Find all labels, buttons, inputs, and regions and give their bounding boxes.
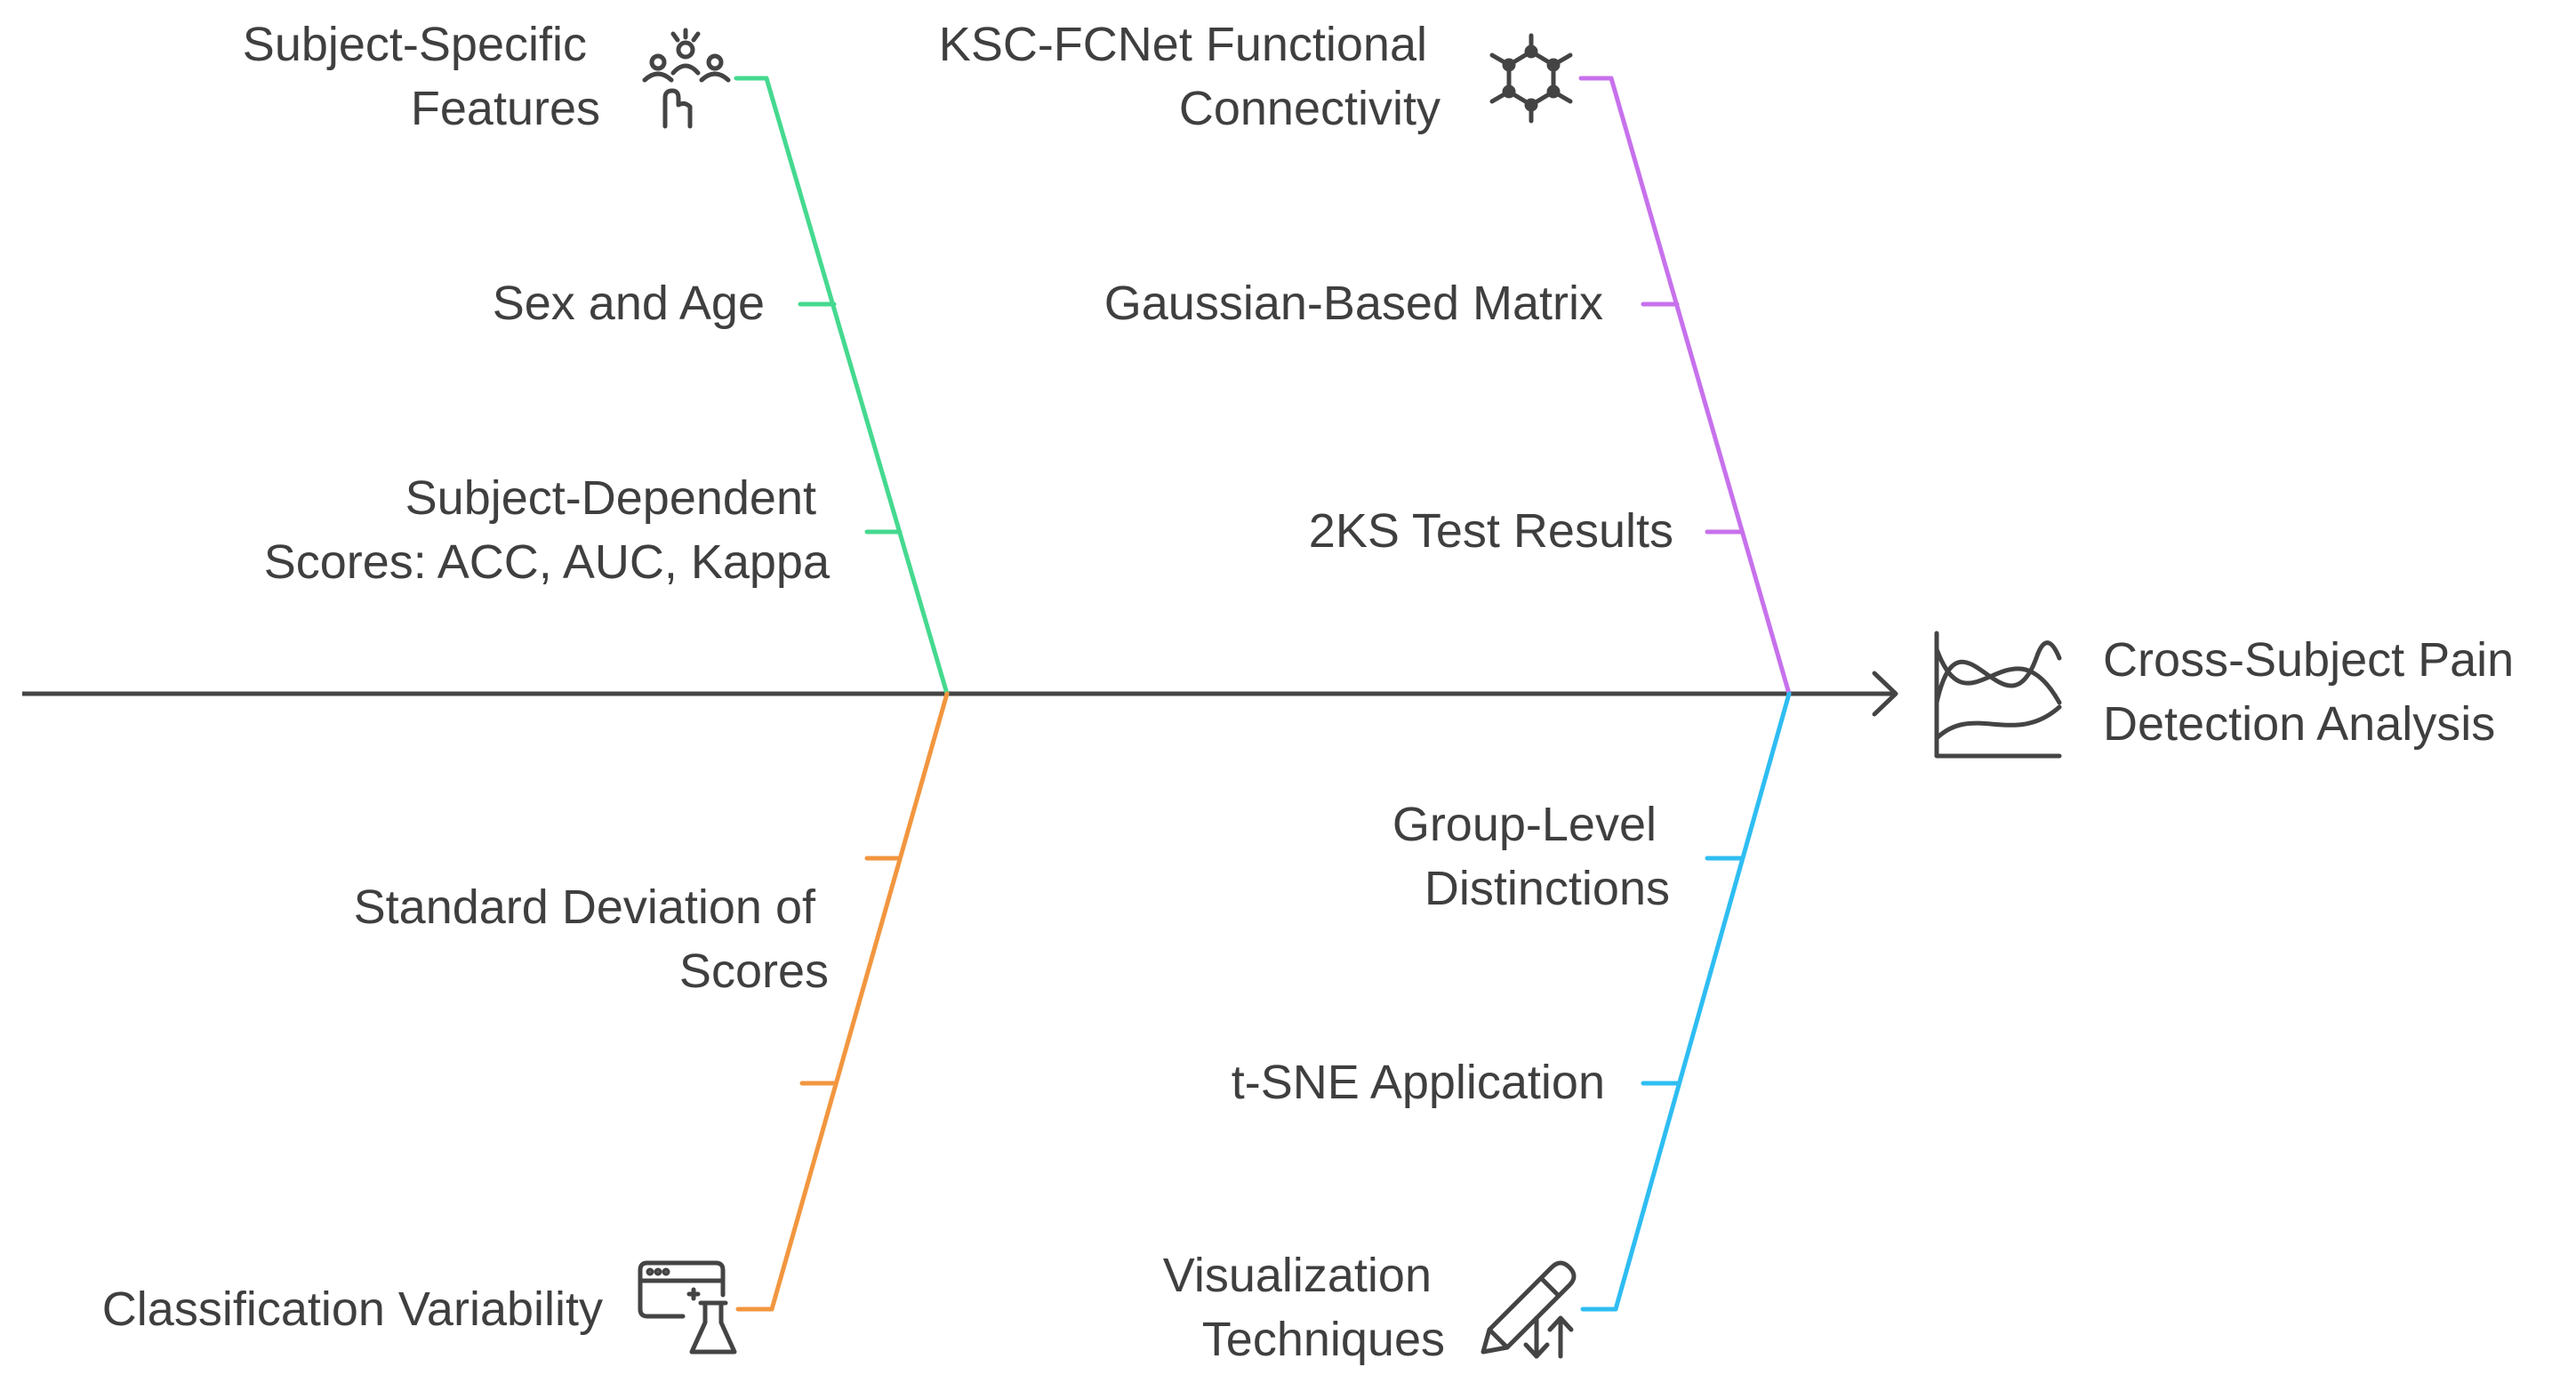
branch-ksc-fcnet [1578,76,1792,696]
branch-visualization [1580,691,1792,1312]
branch-line [1609,76,1792,696]
sex-age-label: Sex and Age [493,277,765,330]
lab-window-icon [638,1260,737,1355]
group-level-label: Group-Level Distinctions [1392,798,1670,915]
head-line2: Detection Analysis [2103,697,2495,751]
subject-specific-label: Subject-Specific Features [243,18,600,135]
visualization-line1: Visualization [1163,1249,1432,1302]
branch-classification-variability [735,691,950,1312]
subject-specific-line2: Features [411,82,600,135]
branch-subject-specific [734,76,950,696]
subject-specific-line1: Subject-Specific [243,18,587,71]
subject-dependent-line2: Scores: ACC, AUC, Kappa [264,535,831,589]
chart-waves-icon [1934,631,2062,759]
std-dev-line1: Standard Deviation of [354,880,816,934]
ksc-fcnet-label: KSC-FCNet Functional Connectivity [939,18,1440,135]
ksc-fcnet-line1: KSC-FCNet Functional [939,18,1427,71]
group-level-line2: Distinctions [1424,862,1670,915]
gaussian-matrix-label: Gaussian-Based Matrix [1104,277,1603,330]
std-dev-line2: Scores [679,945,829,998]
branch-line [764,76,950,696]
pencil-arrows-icon [1481,1260,1577,1359]
tsne-label: t-SNE Application [1232,1056,1605,1109]
subject-dependent-label: Subject-Dependent Scores: ACC, AUC, Kapp… [264,471,831,589]
users-pointer-icon [642,28,731,129]
branch-line [1613,691,1792,1312]
head-line1: Cross-Subject Pain [2103,633,2514,687]
ksc-fcnet-line2: Connectivity [1179,82,1440,135]
visualization-line2: Techniques [1202,1313,1445,1366]
std-dev-label: Standard Deviation of Scores [354,880,829,998]
head-label: Cross-Subject Pain Detection Analysis [2103,633,2527,751]
subject-dependent-line1: Subject-Dependent [405,471,816,525]
branch-line [769,691,950,1312]
visualization-label: Visualization Techniques [1163,1249,1445,1366]
spine-arrowhead [1872,671,1898,717]
group-level-line1: Group-Level [1392,798,1657,851]
network-icon [1489,33,1573,124]
2ks-test-label: 2KS Test Results [1309,504,1673,558]
classification-variability-label: Classification Variability [102,1282,603,1336]
